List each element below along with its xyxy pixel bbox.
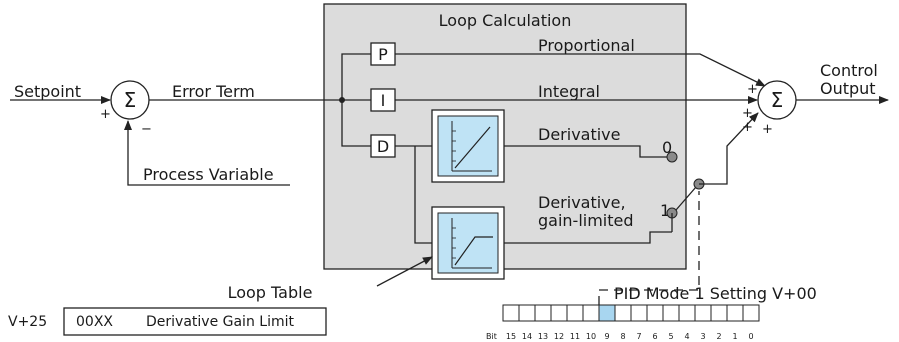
switch-contact-1-label: 1 — [660, 201, 670, 220]
sum-d-plus-left: + — [742, 120, 753, 135]
bit-cell-8 — [614, 304, 632, 322]
derivative-label: Derivative — [538, 125, 621, 144]
bit-cell-12 — [550, 304, 568, 322]
bit-cell-10 — [582, 304, 600, 322]
d-to-gain-limited-graph — [414, 146, 432, 244]
output-sum-symbol: Σ — [771, 88, 784, 112]
derivative-gain-limited-label-2: gain-limited — [538, 211, 634, 230]
pv-minus-sign: − — [141, 122, 152, 137]
bit-number-8: 8 — [620, 332, 625, 341]
bit-number-9: 9 — [604, 332, 609, 341]
bit-number-13: 13 — [538, 332, 548, 341]
setpoint-plus-sign: + — [100, 107, 111, 122]
branch-to-d — [341, 100, 371, 147]
bit-number-15: 15 — [506, 332, 516, 341]
pid-mode-bit-register — [502, 304, 760, 322]
bit-number-11: 11 — [570, 332, 580, 341]
bit-cell-2 — [710, 304, 728, 322]
bit-cell-1 — [726, 304, 744, 322]
bit-cell-11 — [566, 304, 584, 322]
bit-cell-4 — [678, 304, 696, 322]
loop-table-description: Derivative Gain Limit — [146, 314, 294, 330]
derivative-graph — [431, 109, 505, 183]
error-term-label: Error Term — [172, 82, 255, 101]
bit-cell-9 — [598, 304, 616, 322]
loop-table-row — [63, 307, 327, 336]
bit-label: Bit — [486, 332, 497, 341]
derivative-block-label: D — [377, 137, 389, 156]
loop-table-value: 00XX — [76, 314, 113, 330]
loop-calculation-title: Loop Calculation — [439, 11, 572, 30]
proportional-block-label: P — [378, 45, 388, 64]
bit-cell-5 — [662, 304, 680, 322]
process-variable-line — [124, 120, 290, 186]
proportional-label: Proportional — [538, 36, 635, 55]
bit-cell-6 — [646, 304, 664, 322]
switch-arm — [675, 186, 697, 211]
sum-i-plus: + — [742, 106, 753, 121]
gain-limited-graph — [431, 206, 505, 280]
bit-number-6: 6 — [652, 332, 657, 341]
bit-cell-14 — [518, 304, 536, 322]
bit-number-2: 2 — [716, 332, 721, 341]
bit-cell-0 — [742, 304, 760, 322]
derivative-output-line — [504, 145, 672, 158]
bit-number-1: 1 — [732, 332, 737, 341]
bit-number-4: 4 — [684, 332, 689, 341]
loop-table-pointer-arrow — [376, 256, 433, 287]
sum-p-plus: + — [747, 82, 758, 97]
derivative-gain-limited-label-1: Derivative, — [538, 193, 626, 212]
setpoint-label: Setpoint — [14, 82, 81, 101]
bit-cell-7 — [630, 304, 648, 322]
bit-number-7: 7 — [636, 332, 641, 341]
loop-table-title: Loop Table — [228, 283, 313, 302]
switch-contact-0-label: 0 — [662, 138, 672, 157]
integral-label: Integral — [538, 82, 600, 101]
integral-block-label: I — [381, 91, 386, 110]
gain-limited-output-line — [504, 231, 672, 244]
control-output-label-2: Output — [820, 79, 876, 98]
bit-cell-13 — [534, 304, 552, 322]
bit-number-14: 14 — [522, 332, 532, 341]
bit-number-10: 10 — [586, 332, 596, 341]
control-output-label-1: Control — [820, 61, 878, 80]
mode-bit-control-dashed-line — [598, 191, 700, 305]
loop-table-address: V+25 — [8, 314, 47, 330]
switch-to-sum-path — [699, 112, 759, 185]
bit-number-0: 0 — [748, 332, 753, 341]
pid-mode-title: PID Mode 1 Setting V+00 — [614, 284, 817, 303]
branch-to-p — [341, 53, 371, 100]
bit-cell-15 — [502, 304, 520, 322]
bit-number-5: 5 — [668, 332, 673, 341]
bit-number-12: 12 — [554, 332, 564, 341]
bit-cell-3 — [694, 304, 712, 322]
process-variable-label: Process Variable — [143, 165, 274, 184]
bit-number-3: 3 — [700, 332, 705, 341]
error-sum-symbol: Σ — [124, 88, 137, 112]
proportional-path — [395, 53, 766, 87]
switch-contact-0 — [666, 151, 678, 163]
sum-d-plus-bottom: + — [762, 122, 773, 137]
